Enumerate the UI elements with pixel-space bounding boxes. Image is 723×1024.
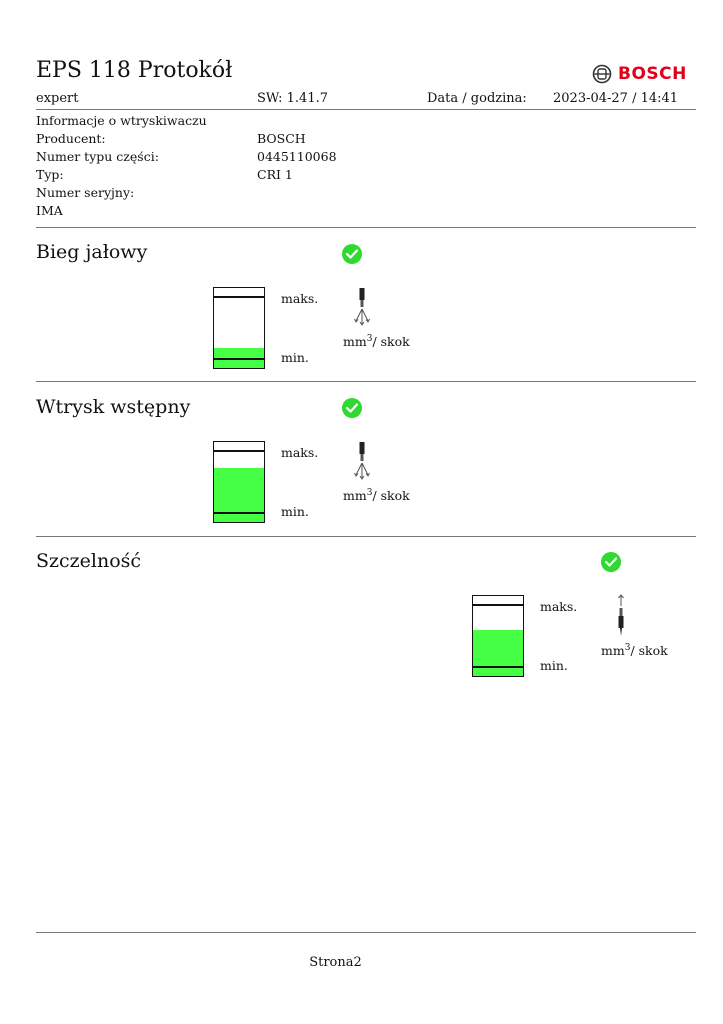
max-line (214, 450, 264, 452)
level-gauge (472, 595, 524, 677)
section-divider (36, 227, 696, 228)
page-footer: Strona2 (0, 955, 723, 970)
level-gauge (213, 441, 265, 523)
min-label: min. (281, 504, 309, 519)
type-label: Typ: (36, 167, 64, 182)
serial-label: Numer seryjny: (36, 185, 135, 200)
info-heading: Informacje o wtryskiwaczu (36, 113, 207, 128)
min-label: min. (281, 350, 309, 365)
min-label: min. (540, 658, 568, 673)
check-circle-icon (342, 398, 362, 418)
max-label: maks. (281, 445, 319, 460)
section-divider (36, 381, 696, 382)
injector-spray-icon (354, 288, 370, 326)
part-number-label: Numer typu części: (36, 149, 159, 164)
min-line (214, 512, 264, 514)
max-line (214, 296, 264, 298)
max-label: maks. (540, 599, 578, 614)
check-circle-icon (601, 552, 621, 572)
software-version: SW: 1.41.7 (257, 91, 328, 106)
header-divider (36, 109, 696, 110)
check-circle-icon (342, 244, 362, 264)
gauge-fill (473, 629, 523, 676)
page-number: Strona2 (309, 955, 362, 970)
section-divider (36, 536, 696, 537)
ima-label: IMA (36, 203, 63, 218)
producer-value: BOSCH (257, 131, 306, 146)
user-role: expert (36, 91, 79, 106)
section-title-pilot-injection: Wtrysk wstępny (36, 396, 191, 418)
unit-label: mm3/ skok (343, 334, 410, 350)
type-value: CRI 1 (257, 167, 293, 182)
brand-name: BOSCH (618, 64, 687, 84)
injector-leak-icon (618, 594, 624, 636)
bosch-armature-icon (592, 64, 612, 84)
max-line (473, 604, 523, 606)
date-value: 2023-04-27 / 14:41 (553, 91, 679, 106)
bosch-logo: BOSCH (592, 64, 687, 84)
section-title-tightness: Szczelność (36, 550, 142, 572)
part-number-value: 0445110068 (257, 149, 337, 164)
date-label: Data / godzina: (427, 91, 527, 106)
injector-spray-icon (354, 442, 370, 480)
unit-label: mm3/ skok (601, 643, 668, 659)
page-title: EPS 118 Protokół (36, 58, 233, 83)
min-line (473, 666, 523, 668)
producer-label: Producent: (36, 131, 106, 146)
max-label: maks. (281, 291, 319, 306)
min-line (214, 358, 264, 360)
unit-label: mm3/ skok (343, 488, 410, 504)
section-title-idle: Bieg jałowy (36, 241, 148, 263)
footer-divider (36, 932, 696, 933)
level-gauge (213, 287, 265, 369)
